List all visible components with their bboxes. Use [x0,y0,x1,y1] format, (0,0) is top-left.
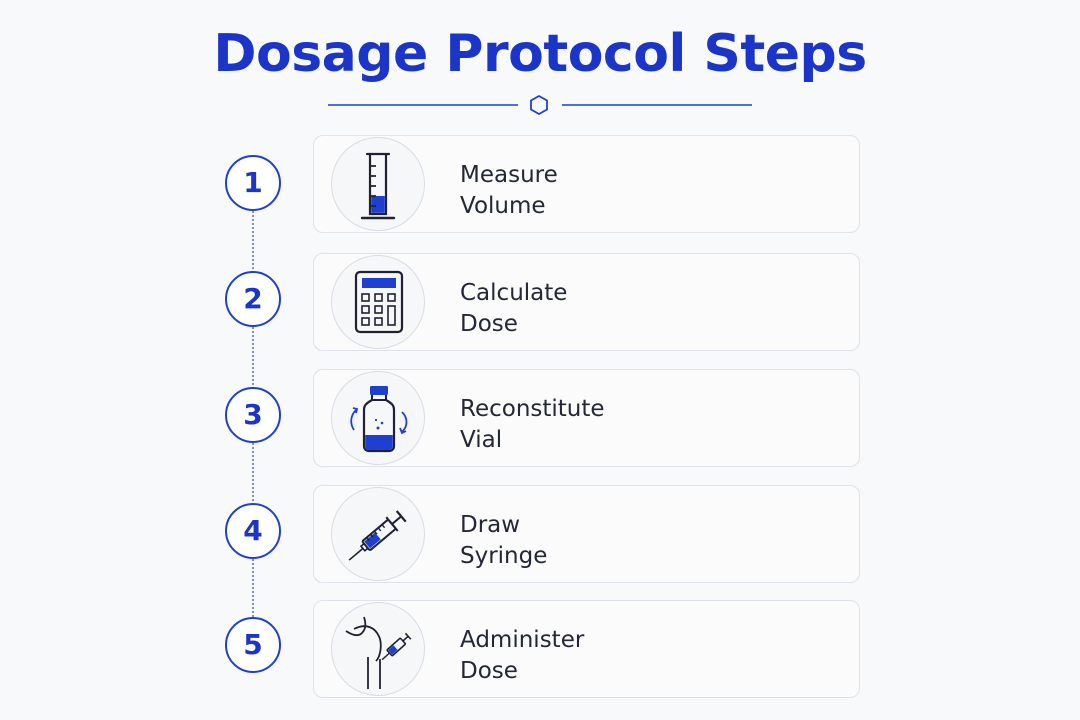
step-card: Measure Volume [313,135,860,233]
step-connector [252,559,254,633]
step-label: Reconstitute Vial [460,396,605,453]
step-label: Administer Dose [460,627,585,684]
step-number: 5 [225,617,281,673]
calculator-icon [331,255,425,349]
step-connector [252,211,254,285]
step-number: 2 [225,271,281,327]
step-card: Reconstitute Vial [313,369,860,467]
step-label: Draw Syringe [460,512,548,569]
step-number: 3 [225,387,281,443]
step-label: Calculate Dose [460,280,568,337]
vial-icon [331,371,425,465]
step-number: 1 [225,155,281,211]
step-card: Administer Dose [313,600,860,698]
title-divider [328,94,752,116]
step-number: 4 [225,503,281,559]
syringe-icon [331,487,425,581]
step-label: Measure Volume [460,162,558,219]
graduated-cylinder-icon [331,137,425,231]
step-connector [252,443,254,517]
page-title: Dosage Protocol Steps [213,24,867,84]
hexagon-icon [530,94,548,116]
injection-arm-icon [331,602,425,696]
step-card: Calculate Dose [313,253,860,351]
step-card: Draw Syringe [313,485,860,583]
step-connector [252,327,254,401]
